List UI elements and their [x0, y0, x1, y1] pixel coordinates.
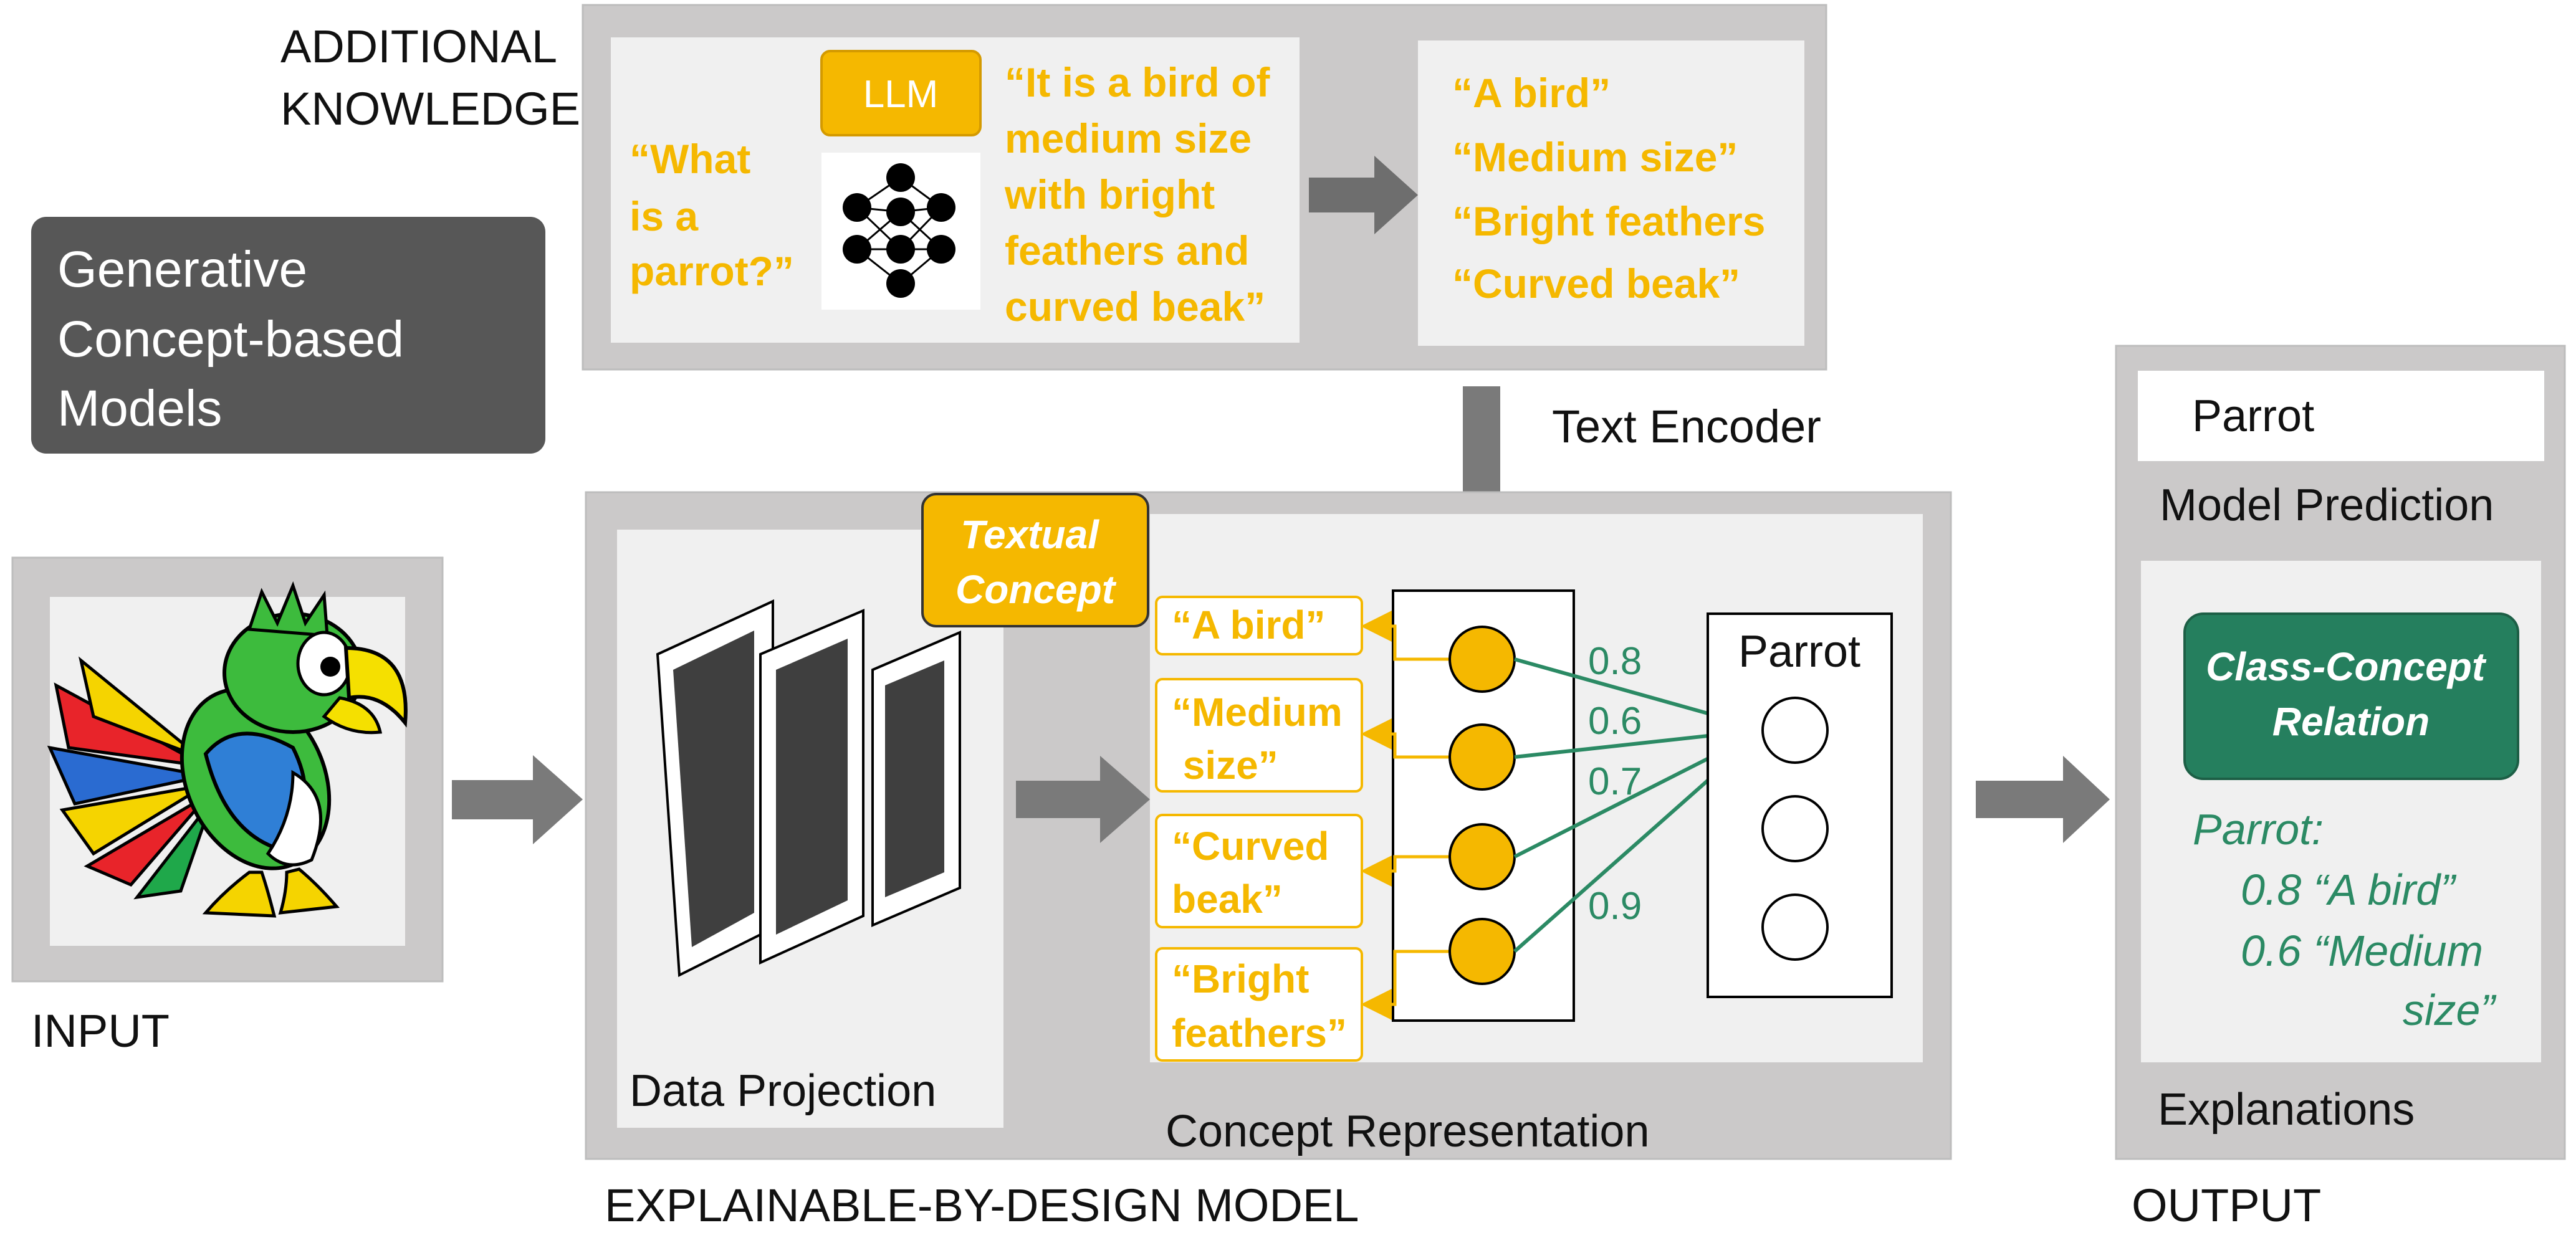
class-label: Parrot	[1738, 627, 1860, 677]
feature-maps-icon	[656, 599, 961, 978]
class-neuron	[1761, 893, 1829, 961]
explanation-text: Parrot: 0.8 “A bird” 0.6 “Medium size”	[2193, 805, 2496, 1034]
arrow-input-to-model	[452, 755, 583, 844]
output-label: OUTPUT	[2132, 1179, 2321, 1231]
explanations-label: Explanations	[2158, 1085, 2415, 1135]
textual-concept-text: Textual Concept	[955, 512, 1117, 612]
title-text: Generative Concept-based Models	[57, 241, 418, 437]
input-label: INPUT	[31, 1005, 170, 1057]
weight-label: 0.9	[1588, 885, 1642, 928]
concept-item: “Medium size”	[1155, 678, 1363, 793]
svg-text:“A bird”: “A bird”	[1172, 603, 1326, 647]
data-projection-label: Data Projection	[630, 1066, 936, 1116]
prediction-label: Model Prediction	[2160, 480, 2494, 530]
weight-label: 0.6	[1588, 700, 1642, 743]
weight-label: 0.7	[1588, 760, 1642, 803]
concept-list-panel	[1418, 40, 1804, 346]
textual-concept-tag	[921, 493, 1149, 627]
parrot-image	[47, 581, 408, 918]
question-text: “What is a parrot?”	[630, 136, 794, 294]
extracted-concepts-text: “A bird” “Medium size” “Bright feathers …	[1452, 70, 1777, 307]
concept-item: “A bird”	[1155, 596, 1363, 655]
llm-label: LLM	[863, 73, 939, 116]
weight-label: 0.8	[1588, 640, 1642, 683]
additional-knowledge-label: ADDITIONAL KNOWLEDGE	[280, 21, 580, 135]
arrow-model-to-output	[1976, 756, 2110, 843]
arrow-projection-to-concepts	[1016, 756, 1150, 843]
text-encoder-label: Text Encoder	[1552, 401, 1821, 452]
class-neuron	[1761, 697, 1829, 764]
neural-network-icon	[821, 153, 980, 310]
llm-badge	[820, 50, 982, 136]
class-neuron	[1761, 795, 1829, 862]
svg-text:“Medium size”: “Medium size”	[1172, 690, 1343, 788]
concept-representation-label: Concept Representation	[1166, 1107, 1650, 1156]
class-concept-relation-text: Class-Concept Relation	[2206, 644, 2496, 744]
prediction-value-box	[2138, 371, 2544, 461]
prediction-value: Parrot	[2192, 391, 2314, 441]
concept-connectors	[1361, 611, 1462, 1020]
concept-neurons	[1448, 626, 1516, 985]
title-box	[31, 217, 545, 454]
llm-answer-text: “It is a bird of medium size with bright…	[1004, 59, 1281, 330]
arrow-to-concepts	[1309, 156, 1418, 234]
class-concept-relation-box	[2183, 612, 2519, 780]
model-label: EXPLAINABLE-BY-DESIGN MODEL	[605, 1179, 1359, 1231]
